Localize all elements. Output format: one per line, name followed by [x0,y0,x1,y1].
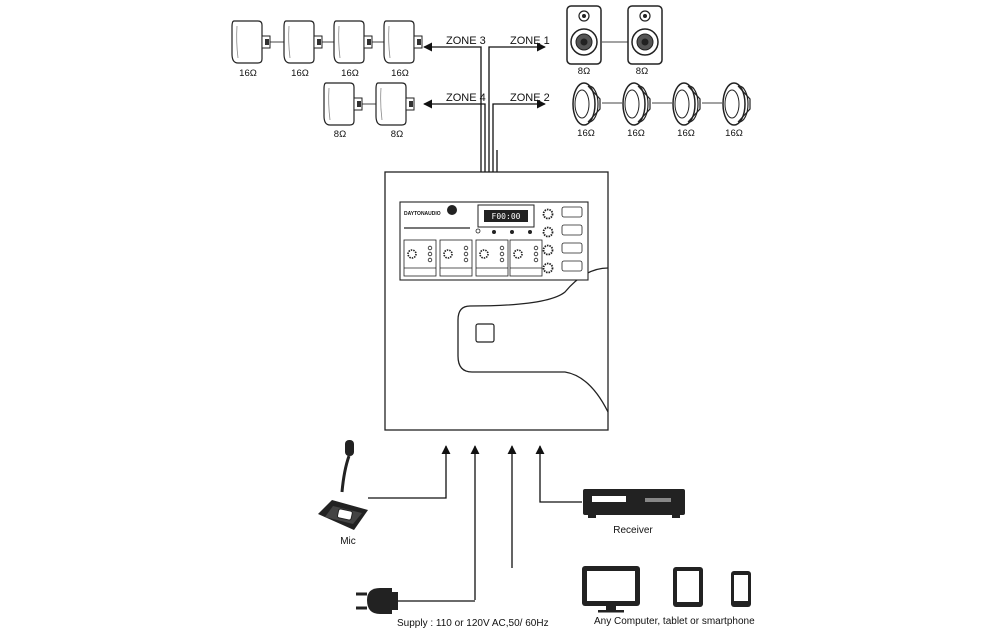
input-wiring [368,445,582,600]
zone-4-label: ZONE 4 [446,92,486,104]
ceiling-speaker-icon [622,82,651,126]
zone-2-label: ZONE 2 [510,92,550,104]
ceiling-speaker-icon [572,82,601,126]
zone-4-speakers: 8Ω 8Ω [323,82,415,140]
box-speaker-icon [231,20,271,64]
receiver-label: Receiver [613,525,653,536]
microphone-icon [318,440,368,530]
ohm-label: 16Ω [627,128,645,139]
ohm-label: 16Ω [291,68,309,79]
ohm-label: 8Ω [391,129,403,140]
box-speaker-icon [333,20,373,64]
control-panel: DAYTONAUDIO F00:00 [399,201,589,281]
zone-1-label: ZONE 1 [510,35,550,47]
devices-label: Any Computer, tablet or smartphone [594,616,755,627]
computer-monitor-icon [582,566,640,613]
amplifier-unit: DAYTONAUDIO F00:00 [384,171,609,431]
zone-1-speakers: 8Ω 8Ω [566,5,663,77]
ceiling-speaker-icon [672,82,701,126]
zone-3-speakers: 16Ω 16Ω 16Ω 16Ω [231,20,423,79]
box-speaker-icon [375,82,415,126]
ohm-label: 16Ω [341,68,359,79]
ohm-label: 16Ω [725,128,743,139]
input-channel-sections [403,239,543,277]
lcd-display-text: F00:00 [492,212,521,221]
ohm-label: 16Ω [239,68,257,79]
brand-logo-icon [447,205,457,215]
zone-wiring [423,42,546,172]
brand-logo-text: DAYTONAUDIO [404,211,441,217]
door-latch [475,323,495,343]
ceiling-speaker-icon [722,82,751,126]
zone-3-label: ZONE 3 [446,35,486,47]
tablet-icon [673,567,703,607]
ohm-label: 8Ω [334,129,346,140]
front-door-outline [457,267,609,413]
zone-volume-knobs [542,206,583,274]
ohm-label: 8Ω [636,66,648,77]
smartphone-icon [731,571,751,607]
ohm-label: 16Ω [391,68,409,79]
lcd-display [484,210,528,222]
monitor-speaker-icon [566,5,602,65]
box-speaker-icon [383,20,423,64]
zone-2-speakers: 16Ω 16Ω 16Ω 16Ω [572,82,751,139]
supply-label: Supply : 110 or 120V AC,50/ 60Hz [397,618,549,629]
box-speaker-icon [323,82,363,126]
mic-label: Mic [340,536,356,547]
ohm-label: 16Ω [677,128,695,139]
box-speaker-icon [283,20,323,64]
power-plug-icon [356,588,475,614]
receiver-icon [583,489,685,518]
monitor-speaker-icon [627,5,663,65]
ohm-label: 8Ω [578,66,590,77]
ohm-label: 16Ω [577,128,595,139]
